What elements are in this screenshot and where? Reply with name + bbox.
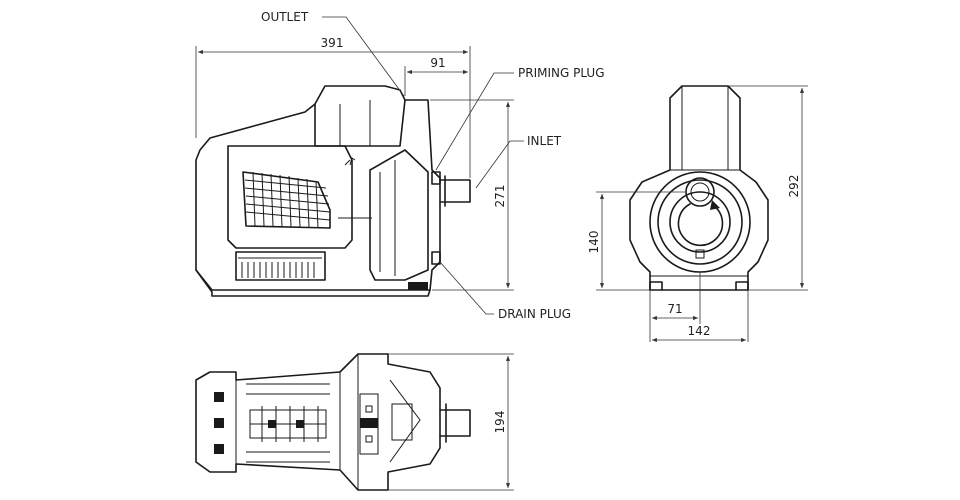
base-fins [235, 251, 326, 281]
callout-priming-plug: PRIMING PLUG [435, 66, 605, 171]
dim-front-height: 292 [728, 85, 808, 291]
dim-391-label: 391 [321, 36, 344, 50]
dim-side-height: 271 [430, 99, 514, 291]
callout-inlet: INLET [475, 134, 562, 189]
dim-outlet-offset: 91 [404, 56, 468, 96]
outlet-label: OUTLET [261, 10, 309, 24]
inlet-label: INLET [527, 134, 562, 148]
priming-plug-label: PRIMING PLUG [518, 66, 605, 80]
top-view [195, 353, 471, 491]
front-view [629, 85, 769, 291]
dim-top-width: 194 [388, 353, 514, 491]
dim-half-base: 71 [649, 272, 749, 342]
drain-plug-label: DRAIN PLUG [498, 307, 571, 321]
dim-inlet-center: 140 [587, 191, 686, 291]
dim-91-label: 91 [430, 56, 445, 70]
dim-overall-length: 391 [195, 36, 471, 178]
callout-drain-plug: DRAIN PLUG [439, 261, 571, 321]
dim-142-label: 142 [688, 324, 711, 338]
callout-outlet: OUTLET [261, 10, 405, 97]
dim-194-label: 194 [493, 411, 507, 434]
dim-base-width: 142 [652, 324, 746, 343]
dim-140-label: 140 [587, 231, 601, 254]
dim-292-label: 292 [787, 175, 801, 198]
vent-grille [242, 171, 331, 229]
dim-71-label: 71 [667, 302, 682, 316]
side-view [195, 85, 471, 297]
inlet-nozzle [439, 175, 471, 207]
dim-271-label: 271 [493, 185, 507, 208]
